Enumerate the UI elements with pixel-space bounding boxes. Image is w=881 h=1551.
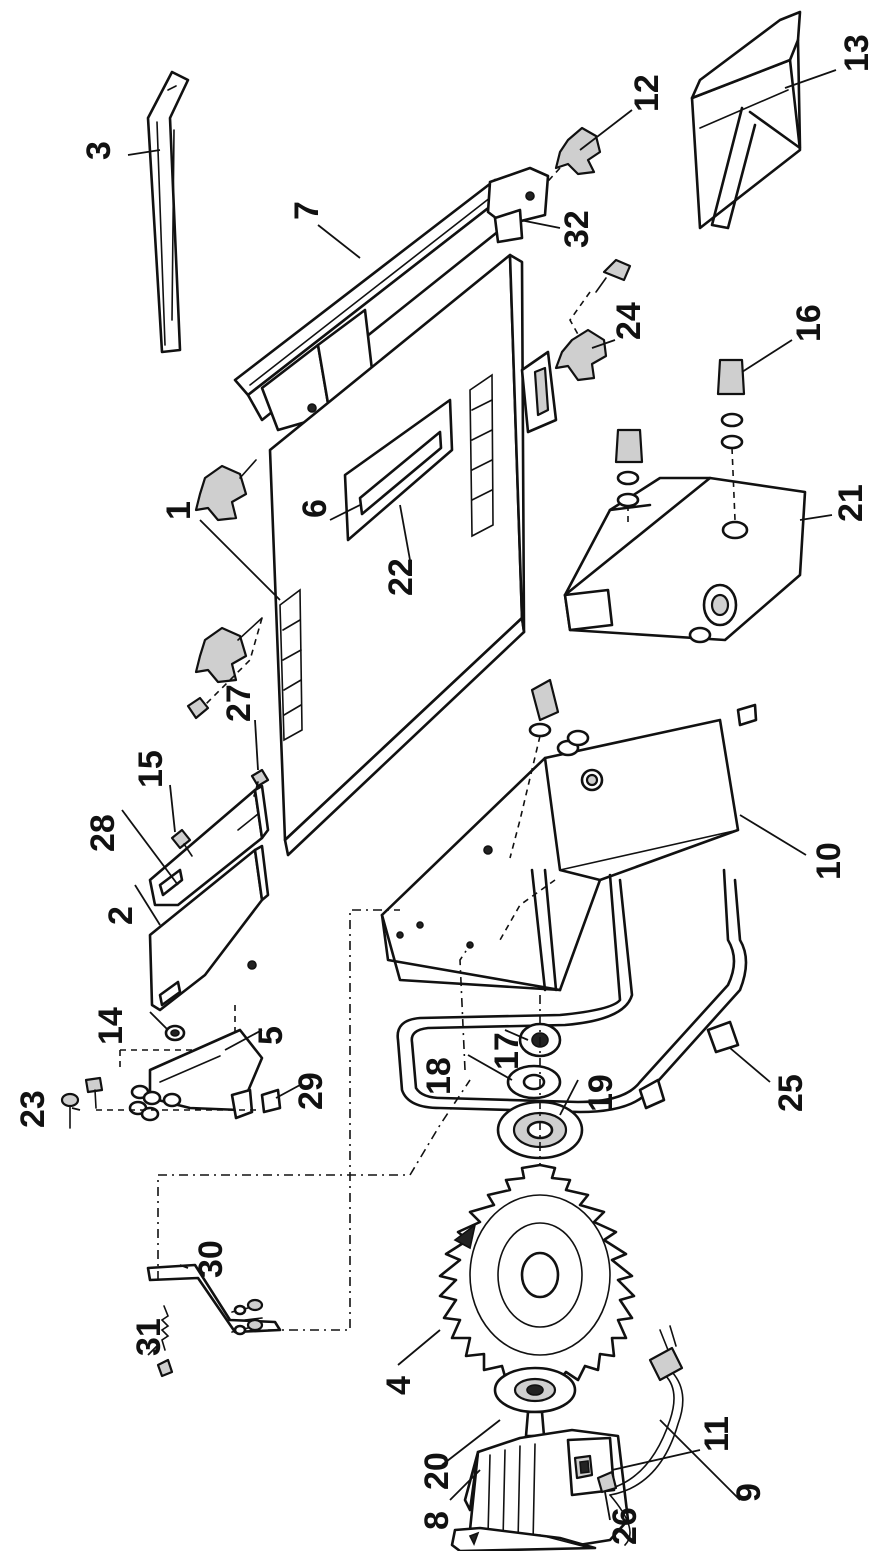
- axis-line: [509, 735, 541, 859]
- assembly-line: [157, 1079, 471, 1280]
- label-10: 10: [810, 842, 848, 880]
- label-21: 21: [832, 484, 870, 522]
- axis-line: [569, 291, 591, 339]
- screw-pair: [231, 1298, 264, 1336]
- washer-stack: [84, 1076, 182, 1122]
- label-20: 20: [418, 1452, 456, 1490]
- inner-flange: [493, 1366, 577, 1438]
- label-4: 4: [380, 1376, 418, 1395]
- label-16: 16: [790, 304, 828, 342]
- table-bolt: [186, 696, 210, 720]
- knob: [554, 328, 608, 382]
- assembly-line: [459, 944, 471, 1071]
- bolt-small: [595, 258, 632, 293]
- assembly-line: [268, 909, 400, 1331]
- axis-line: [204, 617, 263, 706]
- nut: [164, 1024, 186, 1042]
- table-top: [268, 253, 526, 857]
- screw: [170, 828, 193, 857]
- label-28: 28: [84, 814, 122, 852]
- fence-knob: [554, 126, 602, 176]
- rip-fence: [233, 178, 512, 432]
- clip: [260, 1088, 282, 1114]
- label-3: 3: [80, 141, 118, 160]
- bolt: [716, 358, 746, 450]
- label-24: 24: [610, 302, 648, 340]
- base-frame: [380, 703, 758, 1114]
- label-15: 15: [132, 750, 170, 788]
- label-22: 22: [382, 558, 420, 596]
- label-19: 19: [582, 1074, 620, 1112]
- power-cord: [604, 1325, 684, 1546]
- motor-bracket: [563, 476, 807, 644]
- saw-blade: [438, 1163, 636, 1386]
- label-6: 6: [296, 499, 334, 518]
- bolt: [614, 428, 644, 508]
- label-14: 14: [92, 1007, 130, 1045]
- table-knob-lower: [194, 617, 263, 684]
- screw: [60, 1092, 80, 1129]
- label-27: 27: [220, 684, 258, 722]
- label-18: 18: [420, 1057, 458, 1095]
- table-insert: [343, 398, 454, 542]
- label-17: 17: [488, 1032, 526, 1070]
- axis-line: [731, 447, 736, 521]
- label-31: 31: [130, 1318, 168, 1356]
- blade-guard-right: [148, 784, 270, 907]
- label-11: 11: [698, 1416, 736, 1452]
- table-knob-upper: [194, 459, 257, 522]
- label-32: 32: [558, 210, 596, 248]
- label-26: 26: [606, 1507, 644, 1545]
- foot: [638, 1020, 740, 1110]
- label-8: 8: [418, 1511, 456, 1530]
- label-12: 12: [628, 74, 666, 112]
- label-29: 29: [292, 1072, 330, 1110]
- label-2: 2: [102, 906, 140, 925]
- frame-bolt: [528, 678, 590, 757]
- tilt-bracket: [520, 350, 558, 434]
- mitre-guide: [690, 10, 802, 230]
- blade-guard-left: [148, 844, 270, 1012]
- screw: [250, 768, 270, 797]
- washer: [506, 1064, 562, 1100]
- label-7: 7: [288, 201, 326, 220]
- label-1: 1: [160, 501, 198, 520]
- label-30: 30: [192, 1240, 230, 1278]
- motor: [450, 1428, 630, 1551]
- label-25: 25: [772, 1074, 810, 1112]
- spring: [156, 1305, 174, 1378]
- label-9: 9: [730, 1483, 768, 1502]
- label-23: 23: [14, 1090, 52, 1128]
- leader-lines: [71, 69, 837, 1521]
- cable-clamp: [596, 1470, 618, 1494]
- label-5: 5: [252, 1026, 290, 1045]
- push-stick: [146, 70, 190, 354]
- fence-clamp: [486, 166, 550, 244]
- axis-line: [499, 879, 556, 941]
- label-13: 13: [838, 34, 876, 72]
